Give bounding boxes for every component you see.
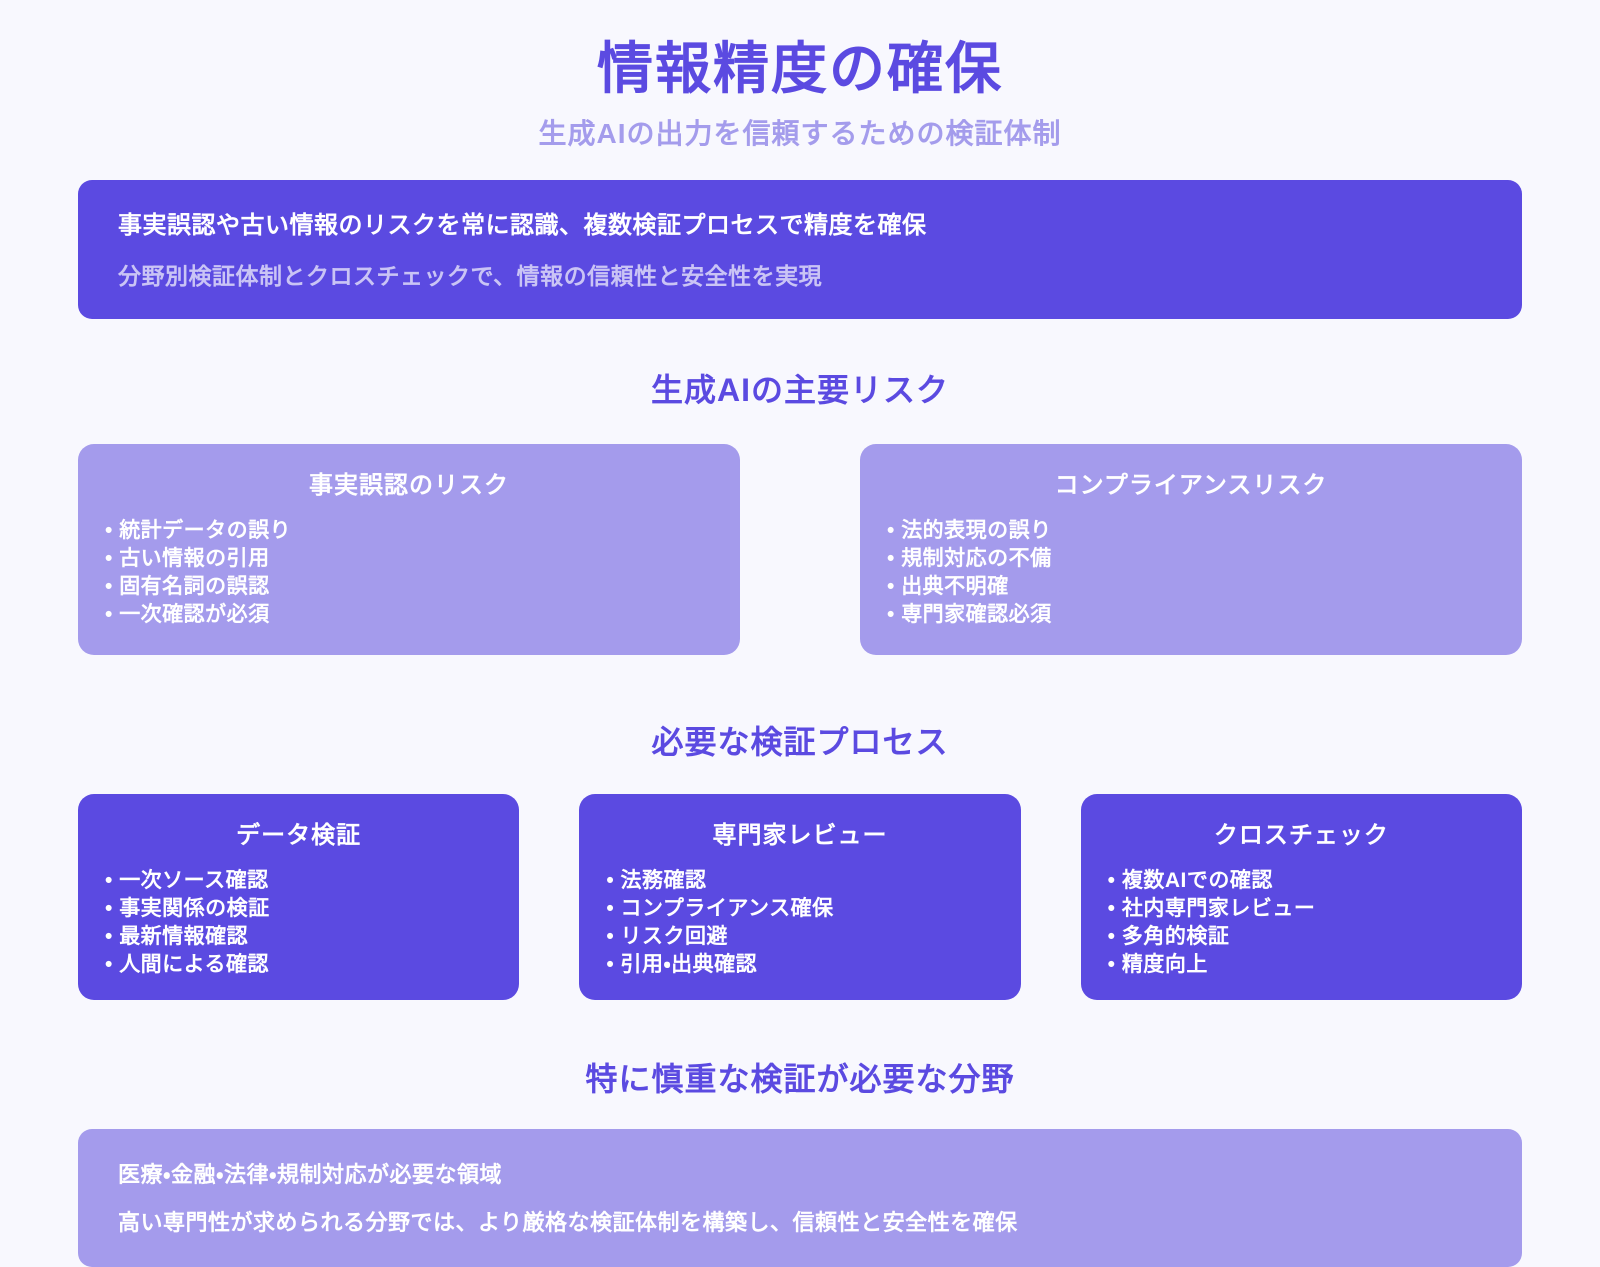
card-title: 事実誤認のリスク [309,471,509,499]
section-heading-processes: 必要な検証プロセス [651,723,949,760]
card-title: 専門家レビュー [712,821,888,849]
sensitive-domains-banner: 医療・金融・法律・規制対応が必要な領域 高い専門性が求められる分野では、より厳格… [78,1128,1522,1267]
sensitive-domains-line2: 高い専門性が求められる分野では、より厳格な検証体制を構築し、信頼性と安全性を確保 [118,1209,1018,1235]
card-list: 統計データの誤り 古い情報の引用 固有名詞の誤認 一次確認が必須 [105,517,713,629]
card-data-verification: データ検証 一次ソース確認 事実関係の検証 最新情報確認 人間による確認 [78,793,520,1000]
page-title: 情報精度の確保 [597,37,1003,100]
list-item: 法務確認 [606,867,993,895]
card-cross-check: クロスチェック 複数AIでの確認 社内専門家レビュー 多角的検証 精度向上 [1080,793,1522,1000]
list-item: 出典不明確 [887,573,1495,601]
list-item: 一次確認が必須 [105,601,713,629]
list-item: 事実関係の検証 [105,895,492,923]
card-list: 一次ソース確認 事実関係の検証 最新情報確認 人間による確認 [105,867,492,979]
list-item: 複数AIでの確認 [1108,867,1495,895]
risk-cards-row: 事実誤認のリスク 統計データの誤り 古い情報の引用 固有名詞の誤認 一次確認が必… [78,443,1522,655]
list-item: 固有名詞の誤認 [105,573,713,601]
card-list: 法務確認 コンプライアンス確保 リスク回避 引用・出典確認 [606,867,993,979]
list-item: リスク回避 [606,923,993,951]
process-cards-row: データ検証 一次ソース確認 事実関係の検証 最新情報確認 人間による確認 専門家… [78,793,1522,1000]
list-item: 統計データの誤り [105,517,713,545]
card-title: コンプライアンスリスク [1054,471,1328,499]
summary-banner-subheading: 分野別検証体制とクロスチェックで、情報の信頼性と安全性を実現 [118,262,823,289]
list-item: 古い情報の引用 [105,545,713,573]
list-item: 一次ソース確認 [105,867,492,895]
list-item: 法的表現の誤り [887,517,1495,545]
list-item: 引用・出典確認 [606,951,993,979]
card-list: 複数AIでの確認 社内専門家レビュー 多角的検証 精度向上 [1108,867,1495,979]
card-title: データ検証 [236,821,362,849]
page-subtitle: 生成AIの出力を信頼するための検証体制 [538,117,1062,149]
list-item: 精度向上 [1108,951,1495,979]
list-item: 人間による確認 [105,951,492,979]
list-item: 社内専門家レビュー [1108,895,1495,923]
card-title: クロスチェック [1213,821,1389,849]
card-expert-review: 専門家レビュー 法務確認 コンプライアンス確保 リスク回避 引用・出典確認 [579,793,1021,1000]
section-heading-sensitive-domains: 特に慎重な検証が必要な分野 [585,1060,1015,1097]
infographic-root: 情報精度の確保 生成AIの出力を信頼するための検証体制 事実誤認や古い情報のリス… [78,0,1522,1267]
sensitive-domains-line1: 医療・金融・法律・規制対応が必要な領域 [118,1161,502,1187]
section-heading-risks: 生成AIの主要リスク [650,371,949,408]
summary-banner: 事実誤認や古い情報のリスクを常に認識、複数検証プロセスで精度を確保 分野別検証体… [78,179,1522,319]
summary-banner-heading: 事実誤認や古い情報のリスクを常に認識、複数検証プロセスで精度を確保 [118,211,927,239]
card-fact-error-risk: 事実誤認のリスク 統計データの誤り 古い情報の引用 固有名詞の誤認 一次確認が必… [78,443,740,655]
list-item: 最新情報確認 [105,923,492,951]
card-compliance-risk: コンプライアンスリスク 法的表現の誤り 規制対応の不備 出典不明確 専門家確認必… [860,443,1522,655]
list-item: コンプライアンス確保 [606,895,993,923]
list-item: 規制対応の不備 [887,545,1495,573]
list-item: 多角的検証 [1108,923,1495,951]
card-list: 法的表現の誤り 規制対応の不備 出典不明確 専門家確認必須 [887,517,1495,629]
list-item: 専門家確認必須 [887,601,1495,629]
